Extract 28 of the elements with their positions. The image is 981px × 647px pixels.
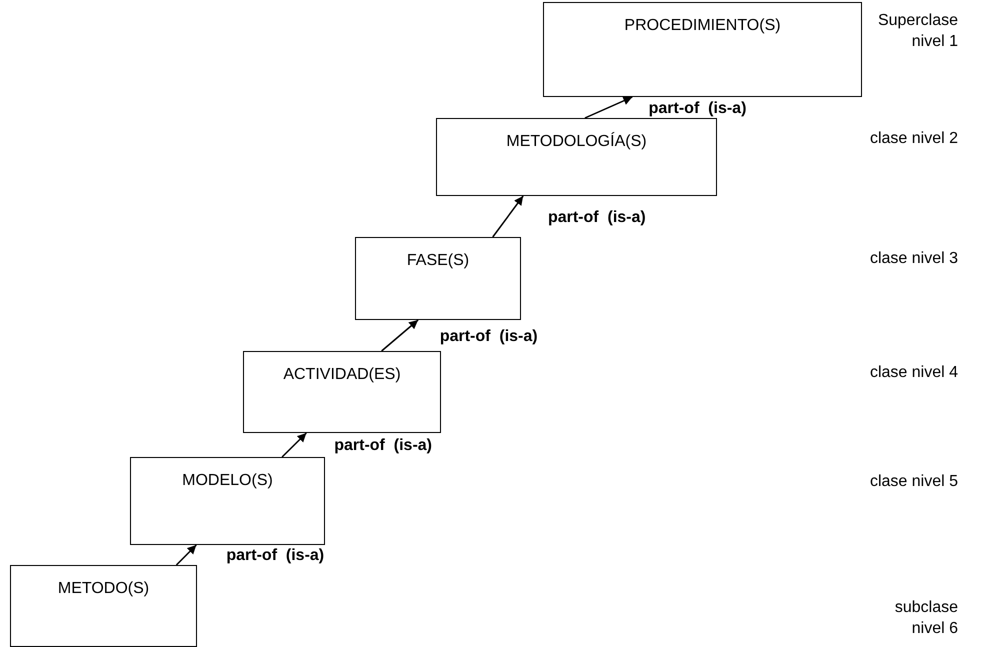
- level-label: subclase nivel 6: [894, 598, 958, 639]
- class-box: [436, 118, 717, 196]
- level-label: clase nivel 3: [868, 249, 958, 269]
- arrow: [492, 196, 524, 238]
- class-name: METODOLOGÍA(S): [506, 133, 647, 151]
- class-box: [130, 457, 325, 545]
- class-name: MODELO(S): [182, 472, 273, 490]
- class-box: [355, 237, 521, 320]
- class-name: PROCEDIMIENTO(S): [624, 17, 781, 35]
- class-box: [543, 2, 862, 97]
- edge-label: part-of (is-a): [648, 100, 746, 118]
- level-label: clase nivel 5: [868, 472, 958, 492]
- arrow: [282, 432, 307, 458]
- edge-label: part-of (is-a): [334, 437, 432, 455]
- arrow: [584, 96, 633, 119]
- class-name: FASE(S): [406, 252, 470, 270]
- edge-label: part-of (is-a): [440, 328, 538, 346]
- class-name: METODO(S): [58, 580, 150, 598]
- class-box: [243, 351, 441, 433]
- level-label: clase nivel 4: [868, 363, 958, 383]
- edge-label: part-of (is-a): [548, 208, 646, 226]
- level-label: clase nivel 2: [868, 129, 958, 149]
- edge-label: part-of (is-a): [226, 547, 324, 565]
- arrow: [176, 544, 197, 566]
- class-box: [10, 565, 197, 647]
- class-name: ACTIVIDAD(ES): [283, 366, 401, 384]
- arrow: [381, 319, 419, 352]
- level-label: Superclase nivel 1: [876, 11, 958, 52]
